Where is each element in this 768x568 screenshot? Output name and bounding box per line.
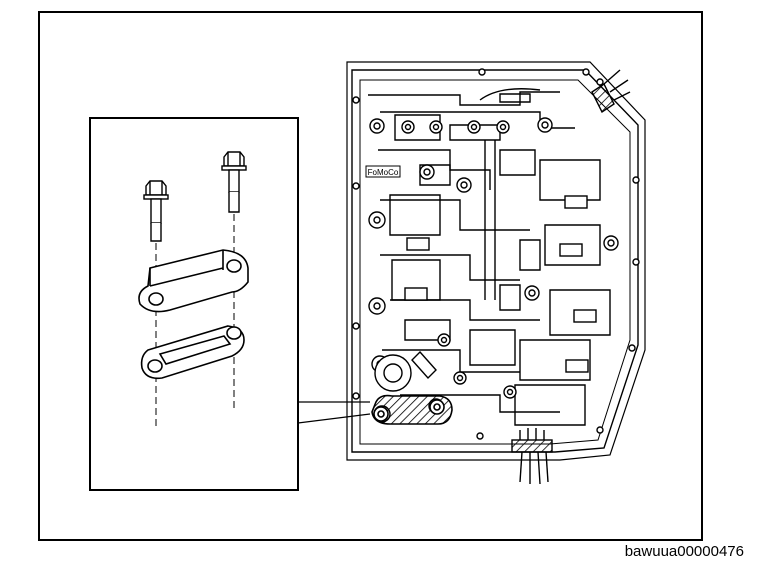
leader-lines [297, 401, 371, 424]
detail-inset-box [89, 117, 299, 491]
hatch-highlight-icon [371, 394, 453, 425]
figure-reference-code: bawuua00000476 [624, 543, 744, 560]
bolt-icon [221, 151, 247, 213]
accumulator-piston [374, 350, 437, 392]
bolt-icon [143, 180, 169, 242]
cover-plate-icon [138, 249, 249, 313]
harness-connector-bottom [511, 428, 553, 485]
valve-body-stamp: FoMoCo [365, 165, 401, 178]
valve-body [346, 61, 646, 461]
harness-connector-top [591, 69, 631, 114]
stamp-text: FoMoCo [368, 168, 399, 177]
alignment-centerlines [155, 214, 235, 430]
diagram-frame [38, 11, 703, 541]
gasket-icon [140, 325, 245, 380]
